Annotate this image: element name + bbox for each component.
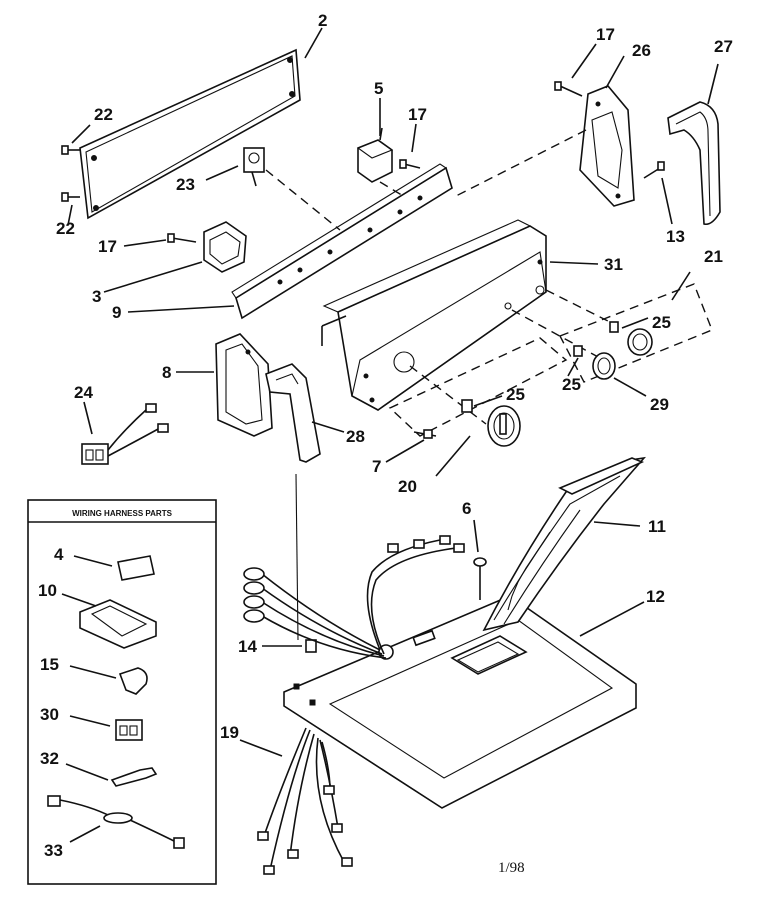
callout-25-right: 25 — [652, 313, 671, 332]
top-panel-12 — [283, 595, 637, 809]
callout-5: 5 — [374, 79, 383, 98]
callout-25-center: 25 — [506, 385, 525, 404]
wiring-harness-box — [27, 499, 217, 885]
end-cap-trim-28 — [265, 363, 321, 463]
screw-17-right — [554, 81, 583, 97]
end-cap-26 — [579, 85, 635, 207]
callout-17-center: 17 — [408, 105, 427, 124]
callout-25-middle: 25 — [562, 375, 581, 394]
callout-15: 15 — [40, 655, 59, 674]
callout-17-right: 17 — [596, 25, 615, 44]
callout-22-top: 22 — [94, 105, 113, 124]
callout-30: 30 — [40, 705, 59, 724]
harness-box-title: WIRING HARNESS PARTS — [72, 509, 173, 518]
harness-part-30 — [115, 719, 143, 741]
harness-part-15 — [118, 667, 148, 695]
callout-12: 12 — [646, 587, 665, 606]
callout-11: 11 — [648, 517, 666, 536]
callout-20: 20 — [398, 477, 417, 496]
knob-29 — [573, 345, 616, 380]
screw-17-center — [399, 159, 421, 169]
callout-17-left: 17 — [98, 237, 117, 256]
knob-21 — [609, 321, 653, 356]
screw-13 — [643, 161, 665, 179]
callout-4: 4 — [54, 545, 64, 564]
switch-5 — [356, 127, 394, 183]
callout-3: 3 — [92, 287, 101, 306]
harness-part-33 — [47, 795, 185, 849]
callout-23: 23 — [176, 175, 195, 194]
harness-part-4 — [117, 555, 155, 581]
end-cap-8 — [215, 333, 273, 437]
callout-24: 24 — [74, 383, 93, 402]
callout-28: 28 — [346, 427, 365, 446]
callout-6: 6 — [462, 499, 471, 518]
page-code: 1/98 — [498, 860, 525, 876]
callout-10: 10 — [38, 581, 57, 600]
callout-14: 14 — [238, 637, 257, 656]
callout-19: 19 — [220, 723, 239, 742]
screw-6 — [473, 557, 487, 600]
screw-7 — [413, 429, 437, 439]
harness-bundle-left — [243, 535, 465, 659]
screw-22-top — [61, 145, 80, 155]
callout-31: 31 — [604, 255, 623, 274]
harness-part-32 — [110, 767, 158, 787]
callout-27: 27 — [714, 37, 733, 56]
callout-8: 8 — [162, 363, 171, 382]
harness-part-10 — [79, 599, 157, 649]
callout-2: 2 — [318, 11, 327, 30]
control-rail-9 — [231, 163, 453, 320]
harness-19 — [257, 727, 353, 875]
callout-labels: 2 17 26 27 22 5 17 23 22 17 13 21 31 3 9… — [56, 11, 733, 742]
callout-22-bottom: 22 — [56, 219, 75, 238]
callout-7: 7 — [372, 457, 381, 476]
callout-33: 33 — [44, 841, 63, 860]
callout-32: 32 — [40, 749, 59, 768]
knob-20 — [461, 399, 521, 447]
console-31 — [321, 219, 547, 411]
rear-panel — [79, 48, 301, 220]
harness-24 — [81, 403, 169, 465]
end-cap-trim-27 — [667, 101, 721, 226]
harness-11 — [482, 456, 647, 632]
callout-13: 13 — [666, 227, 685, 246]
switch-3 — [203, 221, 247, 273]
screw-22-bottom — [61, 192, 80, 202]
switch-23 — [243, 147, 265, 187]
callout-29: 29 — [650, 395, 669, 414]
callout-9: 9 — [112, 303, 121, 322]
clip-14 — [305, 639, 317, 653]
callout-26: 26 — [632, 41, 651, 60]
callout-21: 21 — [704, 247, 723, 266]
screw-17-left — [167, 233, 197, 243]
